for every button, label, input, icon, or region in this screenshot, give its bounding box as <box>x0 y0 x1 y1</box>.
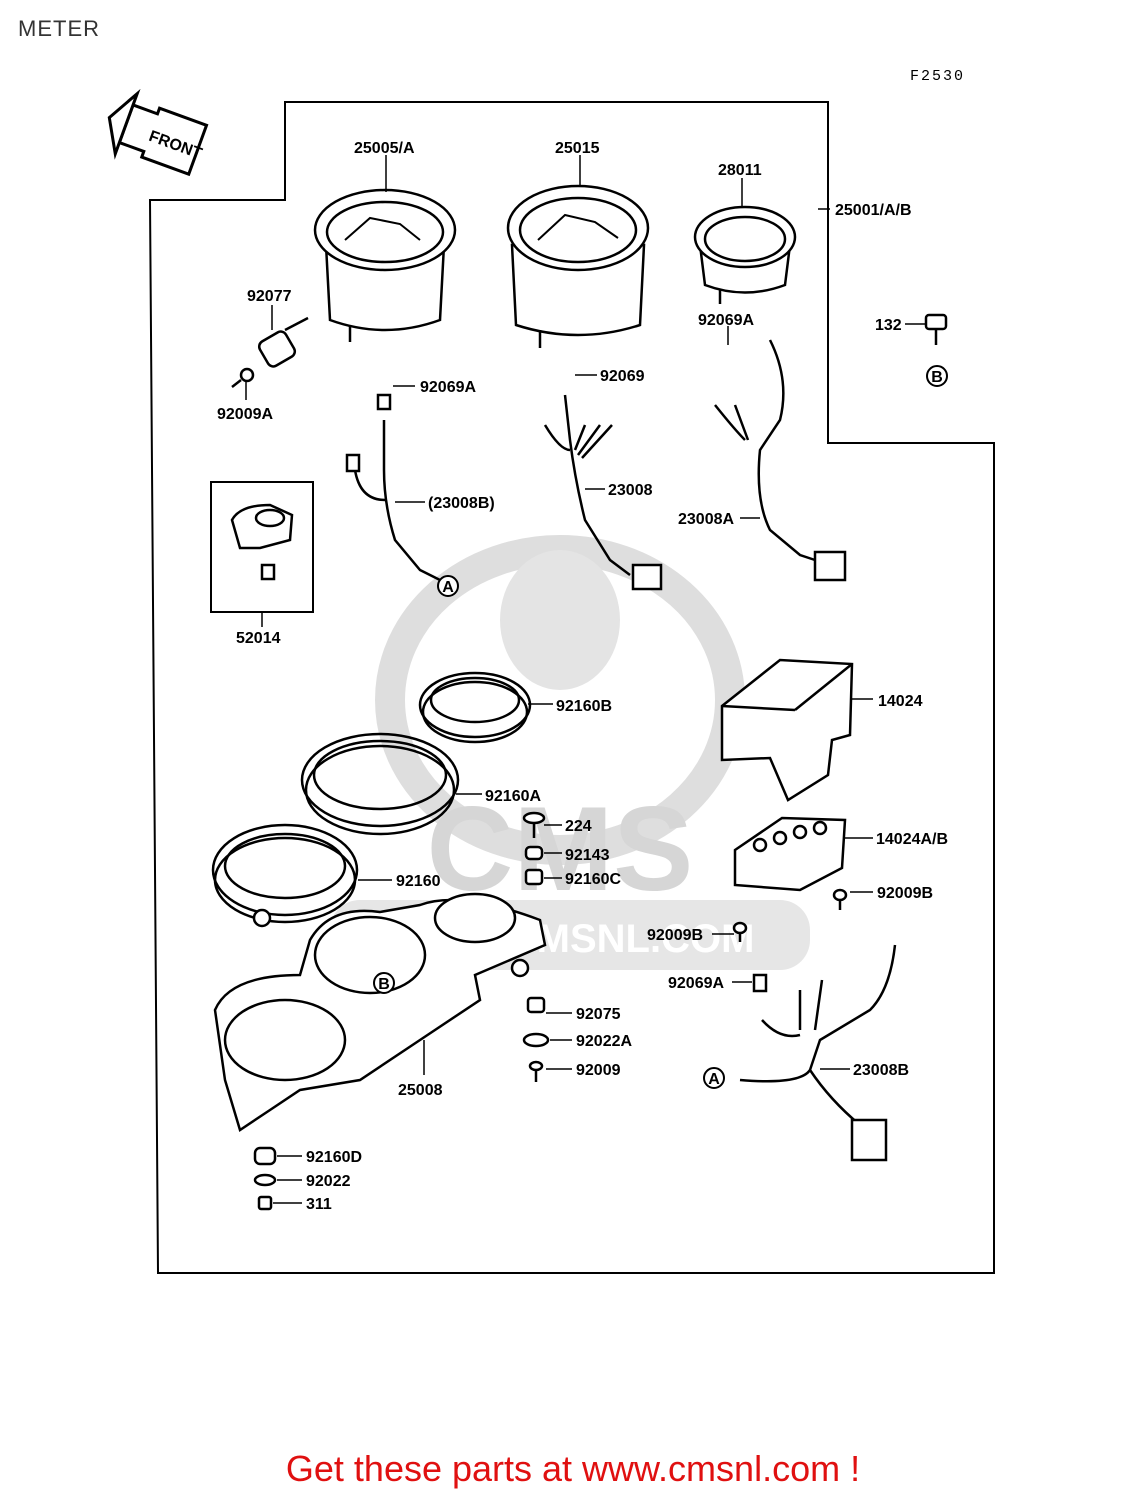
callout-92069A-2: 92069A <box>698 312 754 329</box>
callout-92009B-1: 92009B <box>877 885 933 902</box>
callout-28011: 28011 <box>718 162 762 179</box>
promo-link[interactable]: Get these parts at www.cmsnl.com ! <box>285 1448 861 1489</box>
callout-14024AB: 14024A/B <box>876 831 948 848</box>
callout-23008B: 23008B <box>853 1062 909 1079</box>
marker-a-2: A <box>703 1067 725 1089</box>
callout-25008: 25008 <box>398 1082 443 1099</box>
callout-92022A: 92022A <box>576 1033 632 1050</box>
callout-92160: 92160 <box>396 873 441 890</box>
callout-92022: 92022 <box>306 1173 351 1190</box>
callout-92069: 92069 <box>600 368 645 385</box>
parts-diagram: CMS WWW.CMSNL.COM F2530 FRONT <box>107 68 995 1274</box>
cover-14024AB <box>733 816 847 892</box>
callout-92075: 92075 <box>576 1006 621 1023</box>
bracket-25008 <box>213 892 547 1132</box>
callout-25005: 25005/A <box>354 140 415 157</box>
callout-23008A: 23008A <box>678 511 734 528</box>
leader-lines <box>245 155 926 1204</box>
harness-23008A <box>714 339 847 582</box>
hardware-bottom-left <box>253 1146 277 1211</box>
callout-52014: 52014 <box>236 630 281 647</box>
callout-23008: 23008 <box>608 482 653 499</box>
ring-92160A <box>300 732 460 836</box>
page-title: METER <box>18 16 100 41</box>
harness-23008B-meter <box>345 393 441 582</box>
svg-text:A: A <box>442 579 454 596</box>
sensor-52014 <box>230 503 294 581</box>
callout-311: 311 <box>306 1196 332 1213</box>
marker-a-1: A <box>437 575 459 597</box>
ring-92160 <box>211 823 359 928</box>
tachometer-25015 <box>506 184 650 348</box>
callout-92009B-2: 92009B <box>647 927 703 944</box>
screw-132 <box>924 313 948 345</box>
callout-25001: 25001/A/B <box>835 202 912 219</box>
diagram-code: F2530 <box>910 68 965 85</box>
part-92077 <box>257 316 309 368</box>
callout-92069A-3: 92069A <box>668 975 724 992</box>
callout-23008B-paren: (23008B) <box>428 495 495 512</box>
harness-23008 <box>543 394 663 591</box>
callout-132: 132 <box>875 317 902 334</box>
ring-92160B <box>418 671 532 744</box>
callout-92069A-1: 92069A <box>420 379 476 396</box>
marker-b-1: B <box>926 365 948 387</box>
callout-92160B: 92160B <box>556 698 612 715</box>
callout-92160A: 92160A <box>485 788 541 805</box>
callout-92009A: 92009A <box>217 406 273 423</box>
svg-text:B: B <box>931 369 943 386</box>
gauge-28011 <box>693 205 797 304</box>
speedometer-25005 <box>313 188 457 342</box>
callout-92077: 92077 <box>247 288 292 305</box>
marker-b-2: B <box>373 972 395 994</box>
svg-text:A: A <box>708 1071 720 1088</box>
callout-25015: 25015 <box>555 140 600 157</box>
callout-92160D: 92160D <box>306 1149 362 1166</box>
hardware-center <box>522 811 848 1082</box>
callout-92160C: 92160C <box>565 871 621 888</box>
screw-92009A <box>231 367 255 388</box>
svg-text:B: B <box>378 976 390 993</box>
front-arrow: FRONT <box>107 88 209 177</box>
callout-labels: 25005/A 25015 28011 25001/A/B 92077 9200… <box>217 140 948 1213</box>
callout-92009: 92009 <box>576 1062 621 1079</box>
harness-23008B <box>739 944 897 1162</box>
callout-14024: 14024 <box>878 693 923 710</box>
assembly-border <box>148 101 995 1274</box>
callout-92143: 92143 <box>565 847 610 864</box>
callout-224: 224 <box>565 818 592 835</box>
cover-14024 <box>720 658 854 802</box>
